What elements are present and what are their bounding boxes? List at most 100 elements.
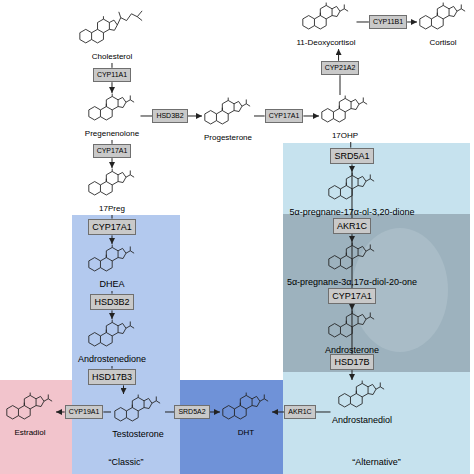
band-label: “Classic” xyxy=(109,457,144,468)
reaction-arrow xyxy=(254,115,265,116)
compound-node: 5α-pregnane-3α,17α-diol-20-one xyxy=(286,242,419,289)
reaction-arrow xyxy=(188,115,202,116)
steroid-structure xyxy=(327,242,377,271)
enzyme-name: HSD17B xyxy=(334,357,369,368)
steroid-structure xyxy=(221,392,271,421)
enzyme-name: SRD5A2 xyxy=(178,408,205,416)
enzyme-name: CYP11A1 xyxy=(97,71,127,79)
enzyme-box: CYP17A1 xyxy=(93,144,132,158)
steroid-structure xyxy=(418,2,468,31)
enzyme-box: AKR1C xyxy=(333,218,371,235)
enzyme-box: AKR1C xyxy=(284,405,315,419)
enzyme-box: CYP17A1 xyxy=(265,109,304,123)
pathway-band: “Alternative” SRD5A1 5α-pregnane-17α-ol-3,… xyxy=(283,143,470,474)
enzyme-name: CYP21A2 xyxy=(325,64,356,72)
enzyme-box: CYP17A1 xyxy=(328,288,376,305)
enzyme-name: HSD17B3 xyxy=(92,372,132,383)
steroid-structure xyxy=(87,93,137,122)
enzyme-box: HSD3B2 xyxy=(90,294,133,311)
enzyme-box: CYP11A1 xyxy=(93,68,131,82)
compound-name: 5α-pregnane-3α,17α-diol-20-one xyxy=(287,277,417,288)
reaction-arrow xyxy=(316,411,331,412)
reaction-arrow xyxy=(56,411,65,412)
compound-node: DHT xyxy=(220,392,272,439)
estrogen-region xyxy=(0,380,72,474)
compound-name: 17Preg xyxy=(99,204,125,214)
reaction-arrow xyxy=(272,411,284,412)
steroid-structure xyxy=(337,380,387,409)
steroid-structure xyxy=(203,97,253,126)
compound-name: Cortisol xyxy=(429,38,456,48)
steroid-structure xyxy=(320,95,370,124)
compound-name: Cholesterol xyxy=(92,52,132,62)
enzyme-name: HSD3B2 xyxy=(156,112,183,120)
enzyme-box: CYP21A2 xyxy=(321,61,360,75)
reaction-arrow xyxy=(351,234,352,242)
compound-node: 11-Deoxycortisol xyxy=(296,2,357,49)
enzyme-box: HSD17B3 xyxy=(88,369,136,386)
enzyme-name: HSD3B2 xyxy=(94,297,129,308)
classic-region xyxy=(72,215,180,474)
compound-name: DHT xyxy=(238,428,254,438)
enzyme-box: SRD5A1 xyxy=(330,148,373,165)
reaction-arrow xyxy=(303,115,319,116)
steroid-structure xyxy=(113,394,163,423)
steroid-structure xyxy=(78,2,146,45)
reaction-arrow xyxy=(123,385,124,394)
compound-name: 17OHP xyxy=(332,131,358,141)
steroid-structure xyxy=(87,168,137,197)
reaction-arrow xyxy=(352,370,353,380)
enzyme-name: CYP17A1 xyxy=(332,291,372,302)
compound-node: Pregenenolone xyxy=(84,93,141,140)
steroid-structure xyxy=(87,244,137,273)
enzyme-box: CYP17A1 xyxy=(88,219,136,236)
reaction-arrow xyxy=(340,75,341,95)
compound-node: 17OHP xyxy=(319,95,371,142)
compound-node: Progesterone xyxy=(202,97,254,144)
compound-node: Testosterone xyxy=(111,394,165,441)
compound-name: Androsterone xyxy=(325,345,379,356)
pathway-band: “Classic” CYP17A1DHEA HSD3B2Androstenedion… xyxy=(72,215,180,474)
band-label: “Alternative” xyxy=(352,457,401,468)
enzyme-name: AKR1C xyxy=(288,408,311,416)
reaction-arrow xyxy=(103,411,111,412)
enzyme-name: CYP17A1 xyxy=(97,147,128,155)
reaction-arrow xyxy=(111,310,112,319)
steroid-structure xyxy=(5,392,55,421)
enzyme-name: CYP11B1 xyxy=(373,18,403,26)
reaction-arrow xyxy=(165,411,174,412)
fetal-region xyxy=(283,214,470,372)
compound-node: 5α-pregnane-17α-ol-3,20-dione xyxy=(289,172,416,219)
reaction-arrow xyxy=(210,411,220,412)
reaction-arrow xyxy=(357,21,369,22)
reaction-arrow xyxy=(351,164,352,172)
enzyme-box: CYP19A1 xyxy=(65,405,104,419)
compound-node: 17Preg xyxy=(86,168,138,215)
steroid-structure xyxy=(327,172,377,201)
compound-name: DHEA xyxy=(99,279,124,290)
enzyme-name: SRD5A1 xyxy=(334,151,369,162)
compound-node: Androstenedione xyxy=(77,319,148,366)
enzyme-name: CYP17A1 xyxy=(92,222,132,233)
enzyme-name: CYP17A1 xyxy=(269,112,300,120)
compound-name: 11-Deoxycortisol xyxy=(297,38,356,48)
reaction-arrow xyxy=(112,235,113,244)
compound-node: Cholesterol xyxy=(77,2,147,63)
enzyme-box: HSD17B xyxy=(330,354,373,371)
enzyme-box: SRD5A2 xyxy=(174,405,209,419)
dht-region xyxy=(180,380,283,474)
steroid-structure xyxy=(301,2,351,31)
compound-name: Testosterone xyxy=(112,429,164,440)
compound-name: 5α-pregnane-17α-ol-3,20-dione xyxy=(290,207,415,218)
enzyme-name: AKR1C xyxy=(337,221,367,232)
reaction-arrow xyxy=(352,304,353,310)
compound-node: Androstanediol xyxy=(331,380,394,427)
compound-name: Progesterone xyxy=(204,133,252,143)
enzyme-name: CYP19A1 xyxy=(69,408,100,416)
compound-name: Pregenenolone xyxy=(85,129,139,139)
reaction-arrow xyxy=(141,115,153,116)
